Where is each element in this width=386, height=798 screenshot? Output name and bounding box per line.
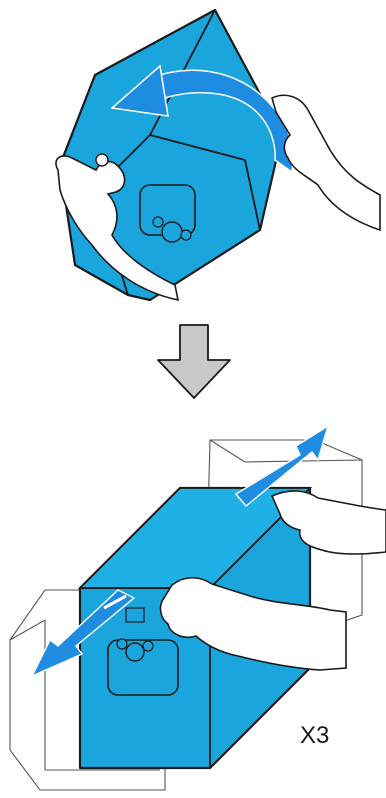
spout <box>140 185 195 242</box>
down-arrow-icon <box>158 325 230 398</box>
repeat-count-label: X3 <box>300 722 329 750</box>
shake-step <box>10 426 386 790</box>
tank-body-rotated <box>60 10 282 300</box>
rotate-step <box>56 10 380 300</box>
